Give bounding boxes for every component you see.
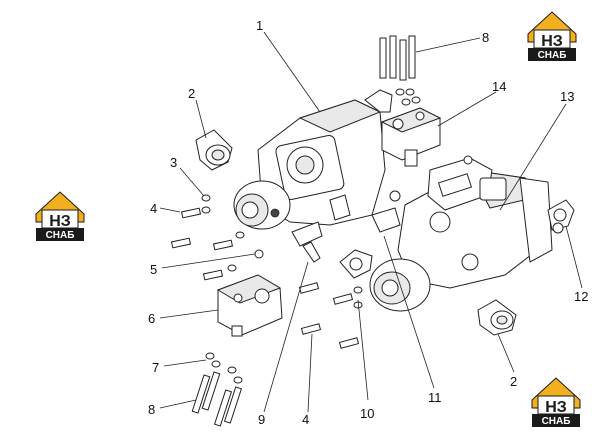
flange-2-right — [477, 299, 517, 336]
callout-12: 12 — [574, 289, 588, 304]
callout-11: 11 — [428, 390, 442, 405]
logo-mark: НЗ — [541, 33, 563, 50]
callout-5: 5 — [150, 262, 157, 277]
fitting-12 — [547, 199, 575, 234]
valve-block — [380, 107, 442, 167]
callout-4-bottom: 4 — [302, 412, 309, 427]
logo-caption: СНАБ — [538, 50, 567, 61]
secondary-pump-assembly — [369, 155, 553, 312]
logo-top-right: НЗ СНАБ — [527, 11, 577, 62]
callout-8-top: 8 — [482, 30, 489, 45]
logo-bottom-right: НЗ СНАБ — [531, 377, 581, 428]
callout-8-left: 8 — [148, 402, 155, 417]
callout-6: 6 — [148, 311, 155, 326]
callout-3: 3 — [170, 155, 177, 170]
leader-lines — [159, 31, 583, 413]
callout-2-left: 2 — [188, 86, 195, 101]
callout-13: 13 — [560, 89, 574, 104]
callout-2-right: 2 — [510, 374, 517, 389]
fasteners — [170, 35, 421, 427]
main-pump-assembly — [233, 89, 393, 263]
callout-14: 14 — [492, 79, 506, 94]
callout-10: 10 — [360, 406, 374, 421]
logo-caption: СНАБ — [542, 416, 571, 427]
logo-mark: НЗ — [545, 399, 567, 416]
flange-10 — [339, 249, 373, 279]
callout-labels: 1 2 3 4 5 6 7 8 9 4 10 11 2 12 13 14 8 — [148, 18, 588, 427]
callout-1: 1 — [256, 18, 263, 33]
callout-7: 7 — [152, 360, 159, 375]
callout-4-left: 4 — [150, 201, 157, 216]
flange-2-left — [195, 129, 233, 171]
callout-9: 9 — [258, 412, 265, 427]
logo-mark: НЗ — [49, 213, 71, 230]
logo-caption: СНАБ — [46, 230, 75, 241]
manifold-block-6 — [216, 274, 283, 337]
logo-left: НЗ СНАБ — [35, 191, 85, 242]
